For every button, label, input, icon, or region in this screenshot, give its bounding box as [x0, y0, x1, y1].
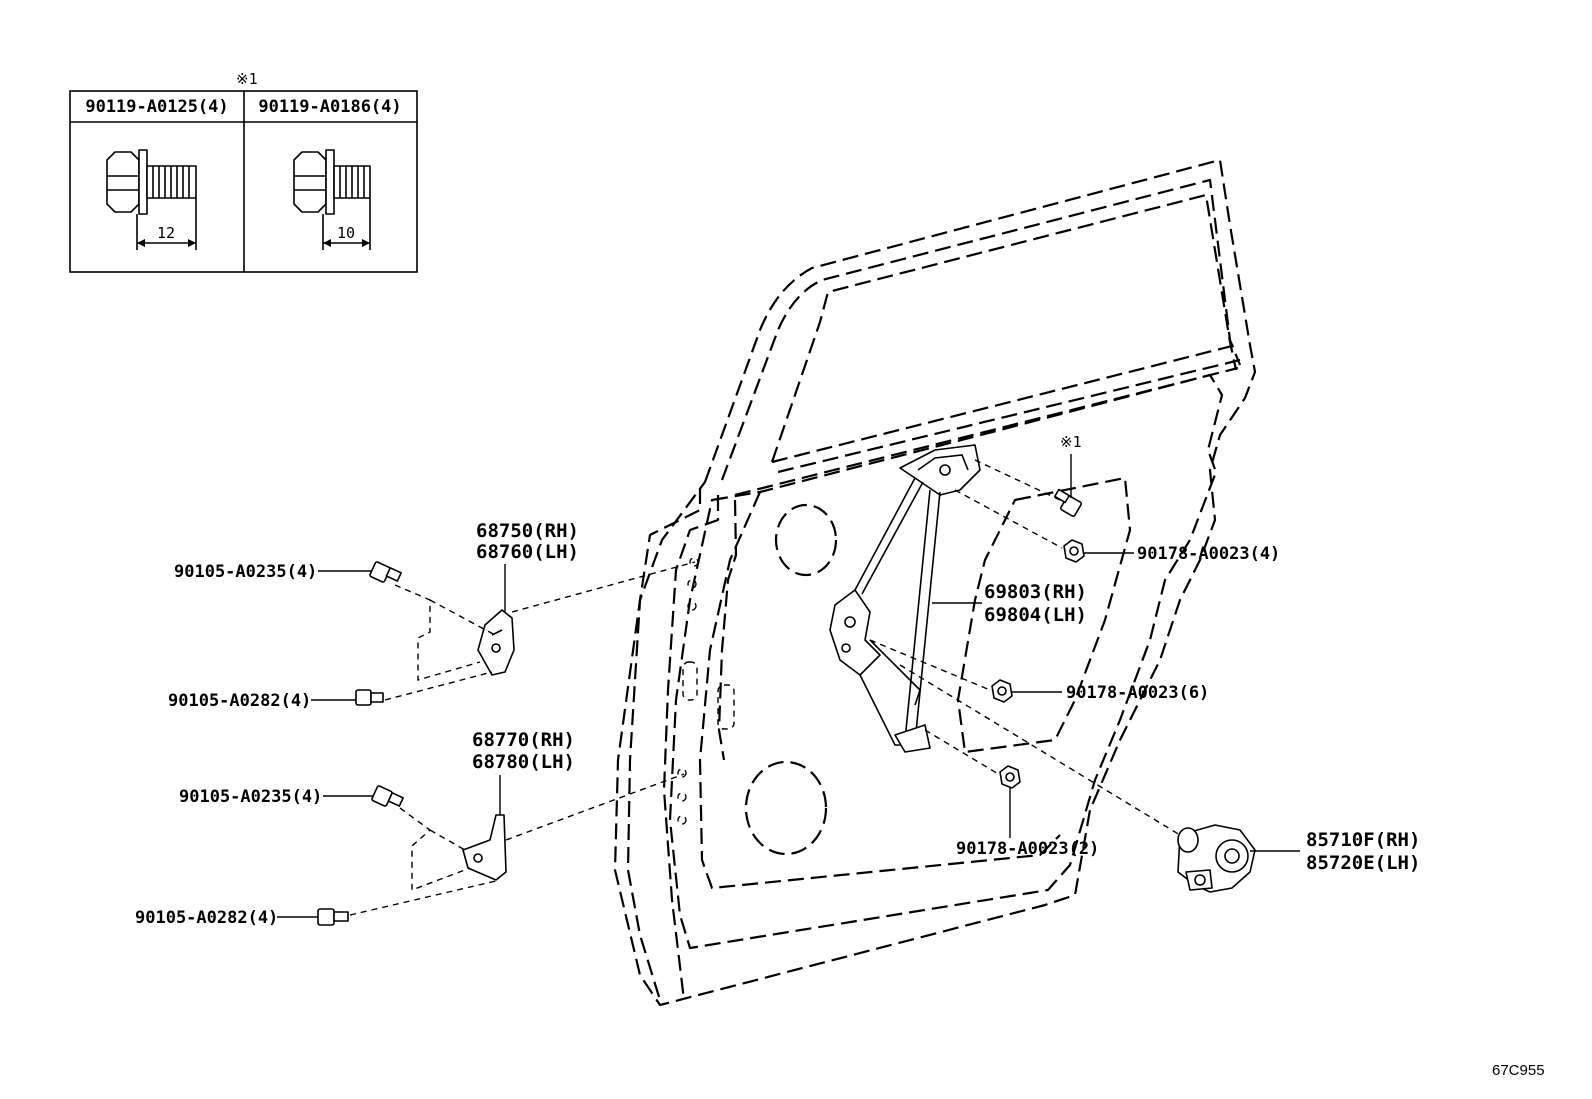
- nut-icon: [999, 765, 1021, 789]
- bolt-spec-inset: ※1 90119-A0125(4) 90119-A0186(4) 12: [69, 70, 418, 273]
- nut-middle-label: 90178-A0023(6): [1066, 683, 1209, 703]
- bolt-icon: [1054, 488, 1082, 517]
- bolt-upper-top-label: 90105-A0235(4): [174, 562, 317, 582]
- bolt-lower-bottom-label: 90105-A0282(4): [135, 908, 278, 928]
- regulator-bolt-note-mark: ※1: [1060, 433, 1082, 451]
- nut-bottom-label: 90178-A0023(2): [956, 839, 1099, 859]
- hinge-bolts: [317, 561, 404, 926]
- flange-bolt-icon: [106, 149, 197, 250]
- hinge-upper-rh-label: 68750(RH): [476, 520, 579, 542]
- upper-door-hinge: [477, 564, 515, 676]
- window-motor: [1177, 824, 1300, 893]
- flange-bolt-icon: [293, 149, 371, 250]
- bolt-upper-bottom-label: 90105-A0282(4): [168, 691, 311, 711]
- motor-rh-label: 85710F(RH): [1306, 829, 1420, 851]
- inset-note-mark: ※1: [236, 70, 258, 88]
- bolt-icon: [317, 908, 349, 926]
- inset-part-number-1: 90119-A0125(4): [85, 97, 228, 117]
- regulator-rh-label: 69803(RH): [984, 581, 1087, 603]
- bolt-icon: [369, 561, 402, 583]
- bolt-icon: [371, 785, 404, 807]
- hinge-guide-lines: [349, 561, 696, 916]
- bolt-icon: [355, 689, 384, 706]
- inset-part-number-2: 90119-A0186(4): [258, 97, 401, 117]
- inset-dimension-1: 12: [157, 224, 175, 242]
- lower-door-hinge: [462, 775, 507, 881]
- hinge-upper-lh-label: 68760(LH): [476, 541, 579, 563]
- inset-dimension-2: 10: [337, 224, 355, 242]
- nut-icon: [1063, 539, 1085, 563]
- diagram-code: 67C955: [1492, 1062, 1545, 1079]
- rear-door-outline: [613, 158, 1257, 1007]
- nut-icon: [991, 679, 1013, 703]
- callout-labels: 68750(RH) 68760(LH) 68770(RH) 68780(LH) …: [135, 433, 1420, 928]
- regulator-lh-label: 69804(LH): [984, 604, 1087, 626]
- nut-top-label: 90178-A0023(4): [1137, 544, 1280, 564]
- regulator-fasteners: [869, 454, 1181, 838]
- hinge-lower-lh-label: 68780(LH): [472, 751, 575, 773]
- window-regulator: [829, 444, 981, 753]
- bolt-lower-top-label: 90105-A0235(4): [179, 787, 322, 807]
- motor-lh-label: 85720E(LH): [1306, 852, 1420, 874]
- hinge-lower-rh-label: 68770(RH): [472, 729, 575, 751]
